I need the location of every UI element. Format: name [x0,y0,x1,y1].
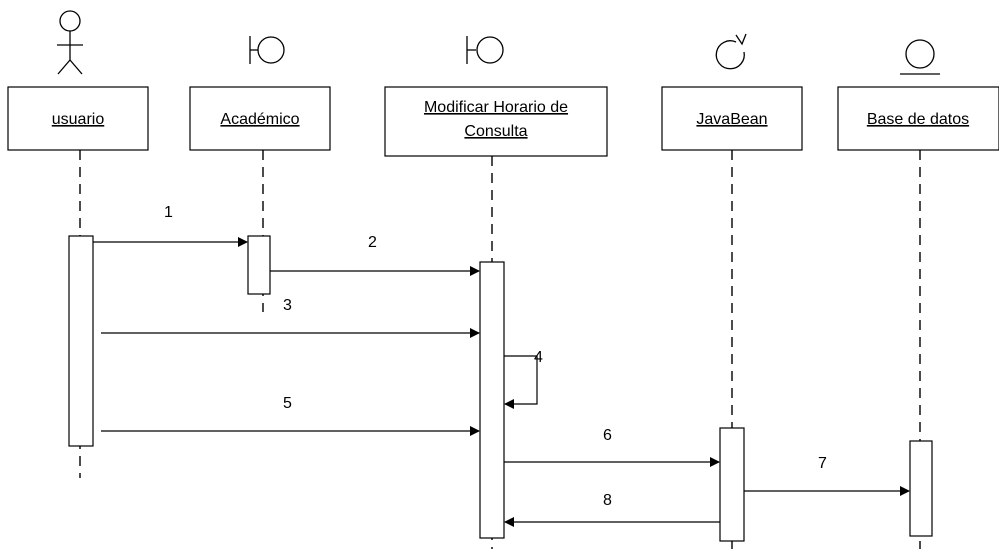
activation-modificar [479,261,505,539]
message-label-5: 5 [283,395,292,412]
message-label-2: 2 [368,234,377,251]
activation-bd [909,440,933,537]
activation-usuario [68,235,94,447]
participant-label-bd: Base de datos [867,111,969,128]
participant-box-usuario [7,86,149,151]
message-arrow-4 [504,355,538,409]
participant-label-usuario: usuario [52,111,105,128]
participant-box-javabean [661,86,803,151]
message-label-3: 3 [283,297,292,314]
participant-box-modificar [384,86,608,157]
activation-academico [247,235,271,295]
boundary-icon [249,36,285,64]
message-label-4: 4 [534,349,543,366]
message-label-6: 6 [603,427,612,444]
message-label-8: 8 [603,492,612,509]
participant-label-academico: Académico [220,111,299,128]
boundary-icon [466,36,504,64]
participant-label-modificar-line2: Consulta [464,123,527,140]
participant-box-bd [837,86,999,151]
participant-label-modificar-line1: Modificar Horario de [424,99,568,116]
actor-icon [57,10,83,75]
participant-label-javabean: JavaBean [696,111,767,128]
message-label-1: 1 [164,204,173,221]
entity-icon [900,39,940,75]
message-label-7: 7 [818,455,827,472]
participant-box-academico [189,86,331,151]
activation-javabean [719,427,745,542]
control-icon [715,33,747,70]
